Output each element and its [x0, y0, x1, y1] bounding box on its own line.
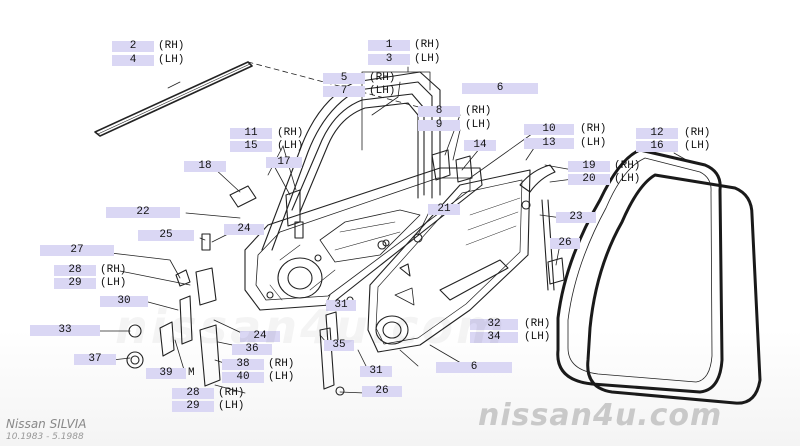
part-label-17: 17 — [266, 157, 302, 168]
part-label-5: 5 — [323, 73, 365, 84]
part-label-9: 9 — [418, 120, 460, 131]
part-label-2: 2 — [112, 41, 154, 52]
side-rh-8: (RH) — [465, 105, 492, 117]
production-dates: 10.1983 - 5.1988 — [6, 432, 84, 442]
faint-watermark: nissan4u.com — [115, 300, 507, 354]
part-label-31-a: 31 — [326, 300, 356, 311]
side-rh-32: (RH) — [524, 318, 551, 330]
part-label-1: 1 — [368, 40, 410, 51]
part-label-12: 12 — [636, 128, 678, 139]
model-name: Nissan SILVIA — [6, 417, 87, 431]
part-label-34: 34 — [470, 332, 518, 343]
side-m-39: M — [188, 367, 195, 379]
side-lh-40: (LH) — [268, 371, 295, 383]
part-label-40: 40 — [222, 372, 264, 383]
side-rh-10: (RH) — [580, 123, 607, 135]
part-label-28-a: 28 — [54, 265, 96, 276]
part-label-22: 22 — [106, 207, 180, 218]
part-label-15: 15 — [230, 141, 272, 152]
side-rh-28-b: (RH) — [218, 387, 245, 399]
part-label-11: 11 — [230, 128, 272, 139]
small-parts — [126, 149, 565, 396]
part-label-28-b: 28 — [172, 388, 214, 399]
part-label-24-b: 24 — [240, 331, 280, 342]
part-label-14: 14 — [464, 140, 496, 151]
part-label-19: 19 — [568, 161, 610, 172]
part-label-6-bottom: 6 — [436, 362, 512, 373]
part-label-27: 27 — [40, 245, 114, 256]
part-label-26-a: 26 — [550, 238, 580, 249]
part-label-33: 33 — [30, 325, 100, 336]
side-lh-9: (LH) — [465, 119, 492, 131]
part-label-35: 35 — [324, 340, 354, 351]
side-lh-29-b: (LH) — [218, 400, 245, 412]
part-label-37: 37 — [74, 354, 116, 365]
part-label-13: 13 — [524, 138, 574, 149]
side-lh-4: (LH) — [158, 54, 185, 66]
side-lh-16: (LH) — [684, 140, 711, 152]
side-rh-5: (RH) — [369, 72, 396, 84]
side-rh-38: (RH) — [268, 358, 295, 370]
part-label-21: 21 — [428, 204, 460, 215]
part-label-39: 39 — [146, 368, 186, 379]
side-lh-34: (LH) — [524, 331, 551, 343]
door-trim-panel — [367, 169, 531, 353]
part-label-3: 3 — [368, 54, 410, 65]
side-rh-12: (RH) — [684, 127, 711, 139]
part-label-36: 36 — [232, 344, 272, 355]
part-label-24-a: 24 — [224, 224, 264, 235]
side-rh-19: (RH) — [614, 160, 641, 172]
side-lh-7: (LH) — [369, 85, 396, 97]
door-inner-panel — [244, 167, 483, 311]
side-rh-2: (RH) — [158, 40, 185, 52]
side-lh-20: (LH) — [614, 173, 641, 185]
part-label-18: 18 — [184, 161, 226, 172]
side-lh-15: (LH) — [277, 140, 304, 152]
part-label-29-a: 29 — [54, 278, 96, 289]
part-label-16: 16 — [636, 141, 678, 152]
side-lh-13: (LH) — [580, 137, 607, 149]
door-weatherstrip — [556, 148, 762, 405]
side-lh-29-a: (LH) — [100, 277, 127, 289]
weatherstrip-inner-edge — [567, 157, 713, 383]
part-label-26-b: 26 — [362, 386, 402, 397]
side-rh-1: (RH) — [414, 39, 441, 51]
part-label-4: 4 — [112, 55, 154, 66]
side-rh-11: (RH) — [277, 127, 304, 139]
side-lh-3: (LH) — [414, 53, 441, 65]
side-rh-28-a: (RH) — [100, 264, 127, 276]
part-label-7: 7 — [323, 86, 365, 97]
part-label-38: 38 — [222, 359, 264, 370]
part-label-6-top: 6 — [462, 83, 538, 94]
part-label-29-b: 29 — [172, 401, 214, 412]
part-label-8: 8 — [418, 106, 460, 117]
part-label-31-b: 31 — [360, 366, 392, 377]
site-watermark: nissan4u.com — [478, 398, 723, 433]
part-label-25: 25 — [138, 230, 194, 241]
part-label-20: 20 — [568, 174, 610, 185]
part-label-32: 32 — [470, 319, 518, 330]
door-sash-frame — [261, 71, 441, 251]
part-label-23: 23 — [556, 212, 596, 223]
part-label-30: 30 — [100, 296, 148, 307]
part-label-10: 10 — [524, 124, 574, 135]
